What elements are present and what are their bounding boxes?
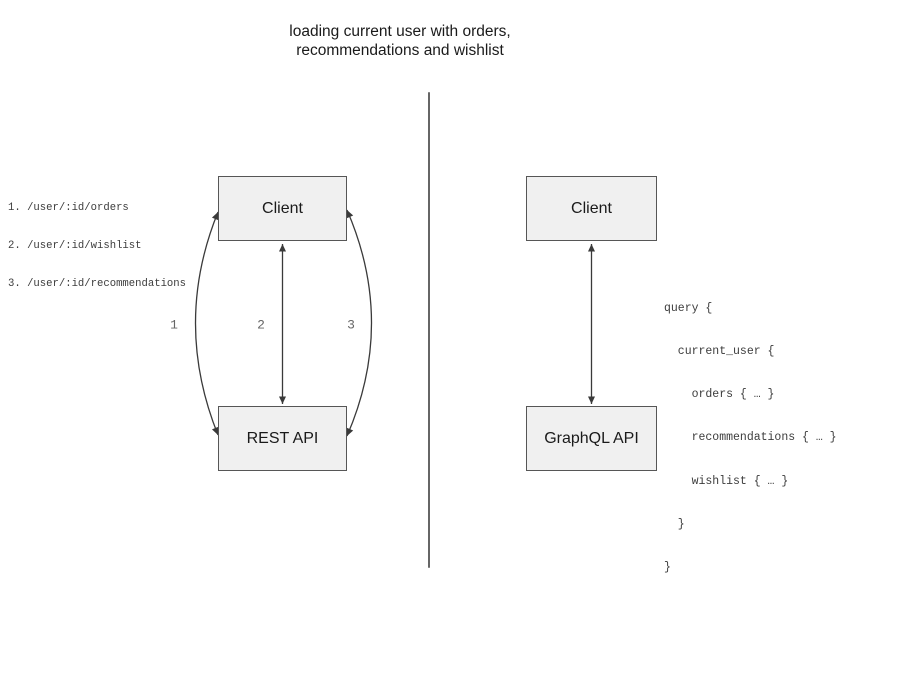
rest-endpoint-wishlist: 2. /user/:id/wishlist [8, 239, 142, 252]
rest-api-node: REST API [218, 406, 347, 471]
title-line-2: recommendations and wishlist [296, 42, 504, 59]
arrow-label-3: 3 [347, 317, 355, 333]
query-line: recommendations { … } [664, 431, 837, 445]
rest-endpoint-orders: 1. /user/:id/orders [8, 201, 129, 214]
rest-flow-arrow-3 [346, 209, 373, 437]
title-line-1: loading current user with orders, [289, 23, 511, 40]
rest-client-label: Client [262, 199, 303, 217]
graphql-query-code: query { current_user { orders { … } reco… [664, 273, 837, 604]
graphql-client-node: Client [526, 176, 657, 241]
graphql-api-node: GraphQL API [526, 406, 657, 471]
arrow-label-2: 2 [257, 317, 265, 333]
query-line: orders { … } [664, 388, 775, 402]
diagram-title: loading current user with orders, recomm… [150, 22, 650, 60]
rest-endpoint-list: 1. /user/:id/orders 2. /user/:id/wishlis… [8, 176, 186, 317]
rest-client-node: Client [218, 176, 347, 241]
query-line: query { [664, 301, 713, 315]
rest-api-label: REST API [246, 429, 319, 447]
rest-flow-arrow-1 [194, 211, 219, 436]
rest-endpoint-recommendations: 3. /user/:id/recommendations [8, 278, 187, 291]
query-line: } [664, 561, 671, 575]
arrow-label-1: 1 [170, 317, 178, 333]
graphql-api-label: GraphQL API [544, 429, 639, 447]
query-line: current_user { [664, 345, 775, 359]
graphql-client-label: Client [571, 199, 612, 217]
query-line: wishlist { … } [664, 474, 789, 488]
query-line: } [664, 517, 685, 531]
